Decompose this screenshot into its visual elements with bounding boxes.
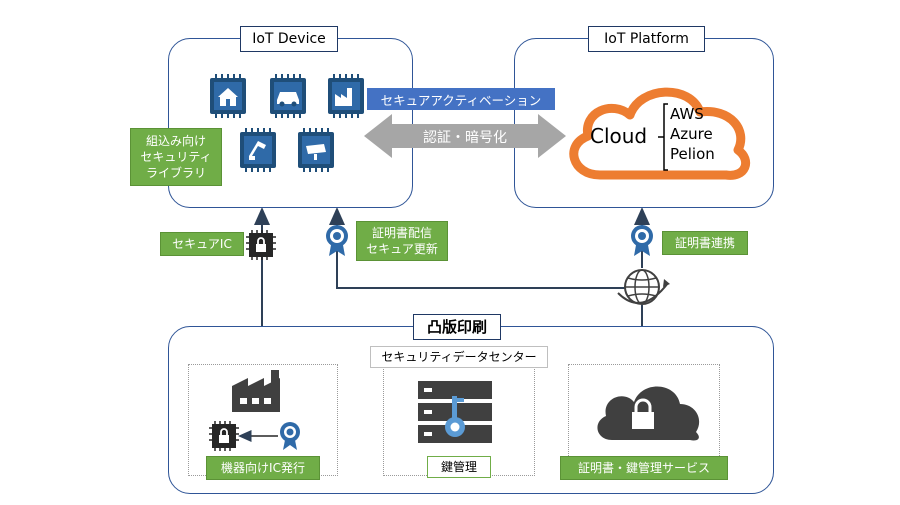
cert-link-label: 証明書連携 <box>662 231 748 255</box>
embedded-library-line2: セキュリティ <box>140 149 212 164</box>
chip-car-icon <box>270 78 306 114</box>
server-key-icon <box>418 381 492 443</box>
embedded-library-line1: 組込み向け <box>145 133 206 148</box>
auth-encrypt-label: 認証・暗号化 <box>423 130 507 146</box>
key-mgmt-label: 鍵管理 <box>427 456 491 478</box>
chip-robot-arm-icon <box>240 132 276 168</box>
cloud-provider-list: AWS Azure Pelion <box>670 104 715 164</box>
factory-icon <box>232 370 280 412</box>
secure-ic-label: セキュアIC <box>160 232 244 256</box>
toppan-title: 凸版印刷 <box>413 314 501 340</box>
cert-delivery-line1: 証明書配信 <box>371 225 432 240</box>
embedded-library-label: 組込み向け セキュリティ ライブラリ <box>130 128 222 186</box>
iot-device-title: IoT Device <box>240 26 338 52</box>
factory-ic-chip-icon <box>209 421 239 451</box>
ic-issue-label: 機器向けIC発行 <box>206 456 320 480</box>
chip-home-icon <box>210 78 246 114</box>
secure-activation-label: セキュアアクティベーション <box>367 88 555 110</box>
iot-platform-title: IoT Platform <box>588 26 705 52</box>
chip-pins <box>215 74 359 172</box>
chip-camera-icon <box>298 132 334 168</box>
datacenter-label: セキュリティデータセンター <box>370 346 548 368</box>
chip-factory-icon <box>328 78 364 114</box>
factory-cert-badge-icon <box>280 422 300 450</box>
provider-pelion: Pelion <box>670 145 715 163</box>
cert-delivery-label: 証明書配信 セキュア更新 <box>356 221 448 261</box>
cert-service-label: 証明書・鍵管理サービス <box>560 456 728 480</box>
provider-azure: Azure <box>670 125 713 143</box>
cert-delivery-line2: セキュア更新 <box>366 242 438 256</box>
embedded-library-line3: ライブラリ <box>145 166 206 181</box>
cloud-label: Cloud <box>590 124 648 148</box>
provider-aws: AWS <box>670 105 704 123</box>
cloud-lock-icon <box>597 386 700 441</box>
